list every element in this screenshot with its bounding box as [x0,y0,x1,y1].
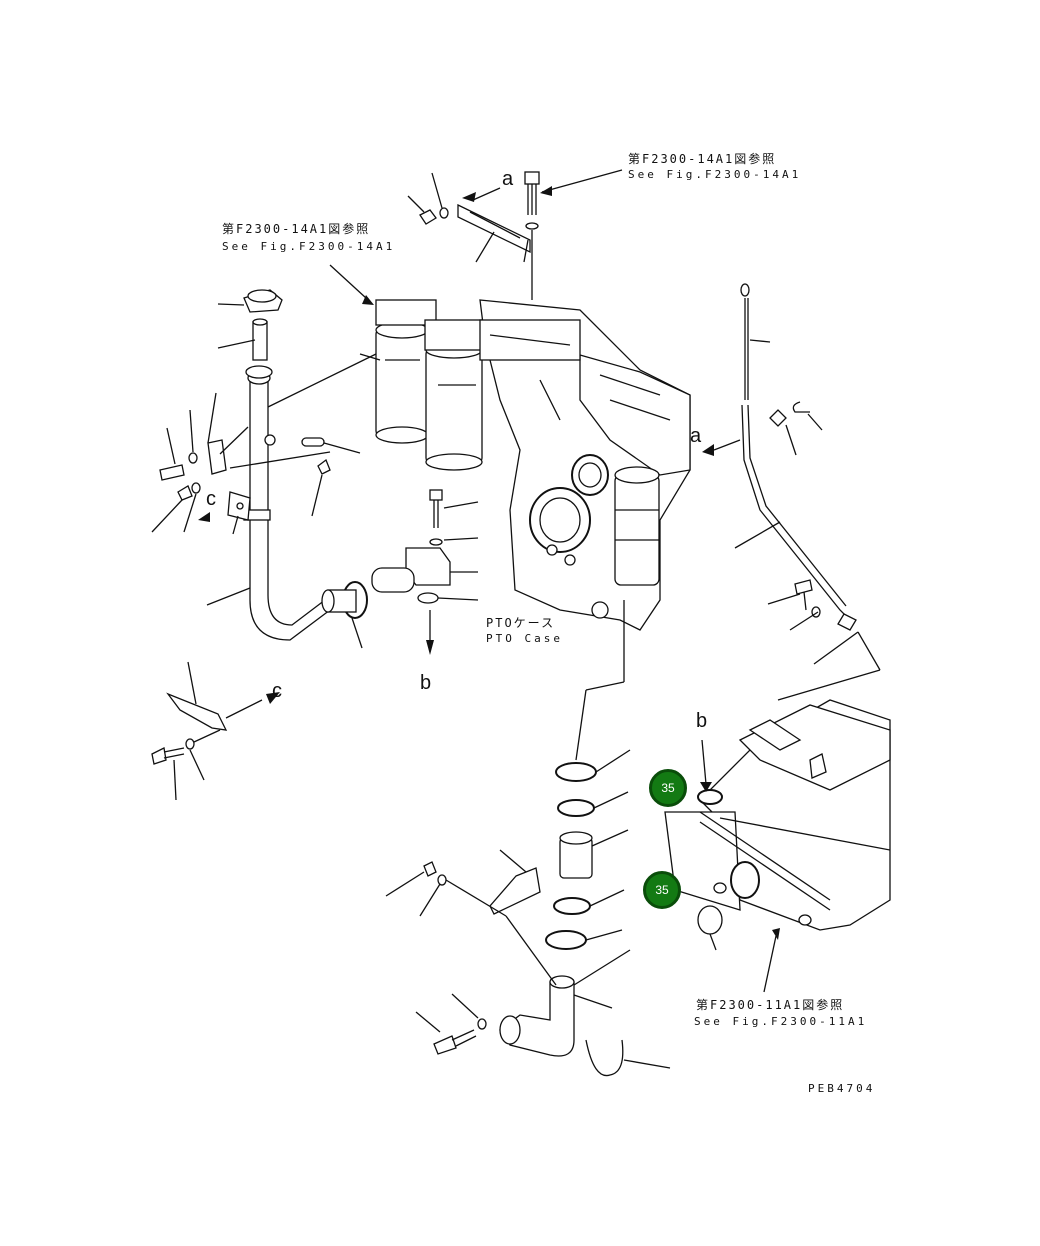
dipstick-assembly [702,283,881,701]
center-elbow-assembly [371,489,479,655]
ref-letter-b-left: b [420,672,432,694]
ref-letter-a-top: a [502,168,514,190]
ref-bottom-en: See Fig.F2300-11A1 [694,1015,868,1028]
ref-bottom-jp: 第F2300-11A1図参照 [696,998,845,1012]
ref-top-right-jp: 第F2300-14A1図参照 [628,152,777,166]
ref-letter-c-low: c [272,680,282,702]
left-pipe-assembly [151,289,368,649]
pto-case-label-jp: PTOケース [486,616,556,630]
bottom-left-bracket [151,661,280,801]
ref-letter-b-right: b [696,710,708,732]
pto-case-body [267,264,691,631]
ref-top-left-jp: 第F2300-14A1図参照 [222,222,371,236]
right-tank [664,699,891,993]
part-callout-badge-1[interactable]: 35 [649,769,687,807]
bottom-elbow-assembly [385,861,671,1077]
ref-letter-c-mid: c [206,488,216,510]
ref-letter-a-right: a [690,425,702,447]
pto-case-label-en: PTO Case [486,632,563,645]
ref-top-right-en: See Fig.F2300-14A1 [628,168,802,181]
ref-top-left-en: See Fig.F2300-14A1 [222,240,396,253]
connector-stack [489,600,631,950]
part-callout-badge-2[interactable]: 35 [643,871,681,909]
drawing-code: PEB4704 [808,1082,876,1095]
top-bracket [407,169,623,300]
